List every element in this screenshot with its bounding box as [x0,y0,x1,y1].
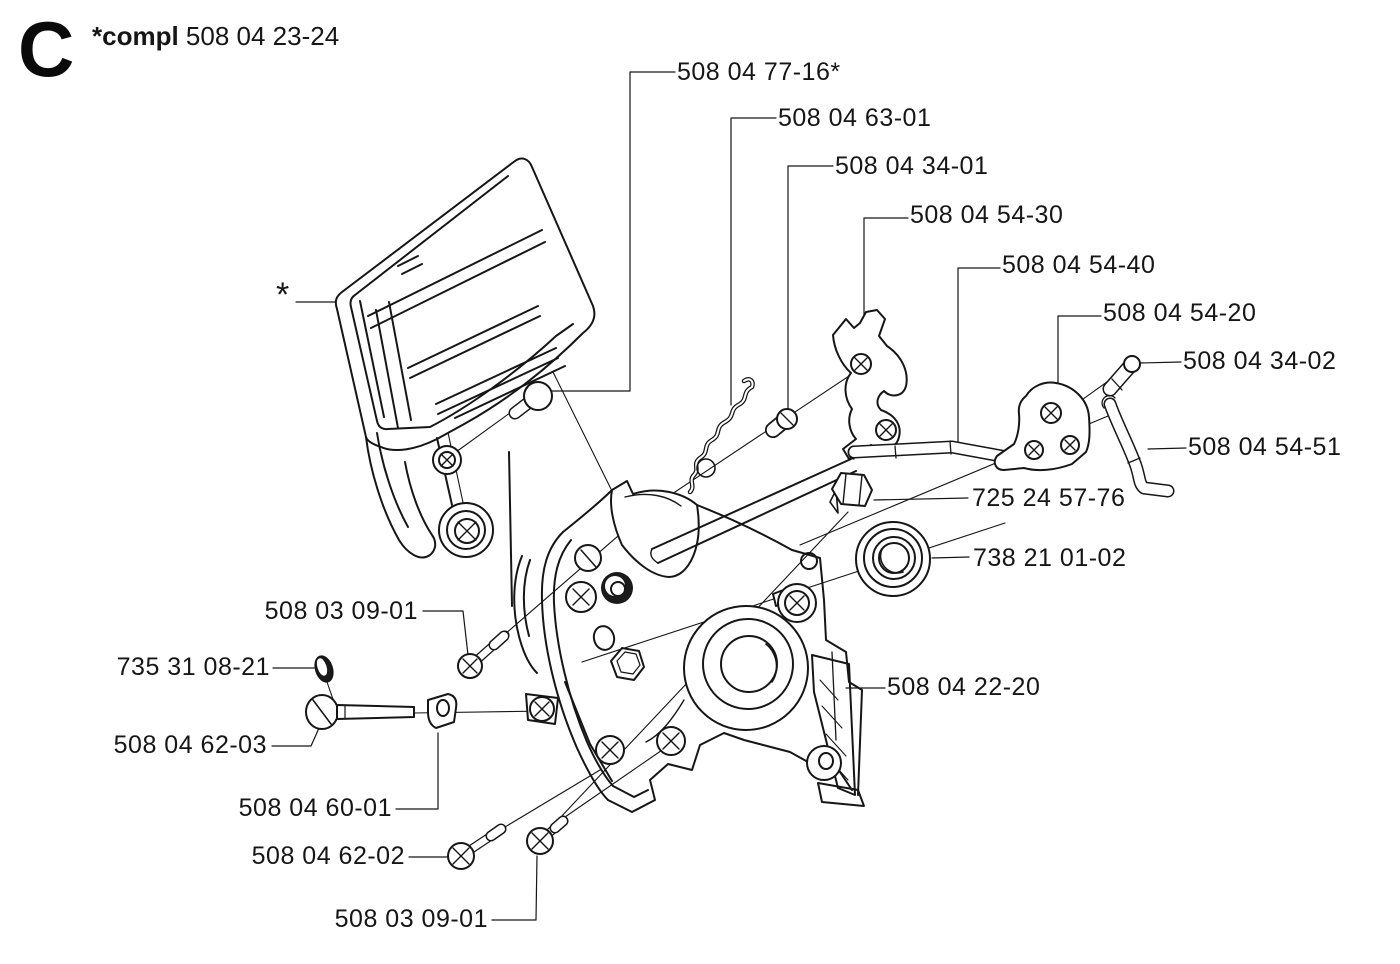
screw-0901-lower [526,815,569,855]
part-label-508-04-63-01: 508 04 63-01 [778,104,932,132]
part-label-508-04-62-02: 508 04 62-02 [251,842,405,870]
assembly-header: *compl 508 04 23-24 [92,22,339,50]
lock-washer-part [314,655,334,683]
clamp-part [427,693,458,729]
slotted-screw-part [305,694,415,730]
part-label-508-04-54-20: 508 04 54-20 [1103,299,1257,327]
part-label-508-04-54-30: 508 04 54-30 [910,201,1064,229]
part-label-508-04-77-16: 508 04 77-16* [677,58,841,86]
part-label-725-24-57-76: 725 24 57-76 [972,484,1126,512]
part-label-508-04-54-51: 508 04 54-51 [1188,433,1342,461]
hand-guard-part [334,157,596,607]
cam-plate-part [993,381,1091,472]
assembly-number: 508 04 23-24 [185,21,340,51]
bearing-part [855,521,931,597]
part-label-508-04-62-03: 508 04 62-03 [113,731,267,759]
figure-note-asterisk: * [276,276,290,314]
bushing-part [765,408,798,438]
spring-wire-part [687,377,755,495]
part-label-508-04-60-01: 508 04 60-01 [238,794,392,822]
plug-part [508,381,553,420]
screw-6202 [447,823,507,870]
brake-lever-part [832,309,908,460]
part-label-508-04-54-40: 508 04 54-40 [1002,251,1156,279]
part-label-508-03-09-01-upper: 508 03 09-01 [264,597,418,625]
screw-0901-upper [457,630,510,679]
crankcase-part [513,458,865,813]
assembly-prefix: *compl [92,21,179,51]
label-leader-lines [271,71,1187,921]
crankcase-foot-boss [806,745,842,781]
part-label-735-31-08-21: 735 31 08-21 [116,653,270,681]
hex-bolt-part [829,472,873,514]
part-label-738-21-01-02: 738 21 01-02 [973,544,1127,572]
part-label-508-04-34-02: 508 04 34-02 [1183,347,1337,375]
pin-part [1102,355,1141,397]
part-label-508-04-34-01: 508 04 34-01 [835,152,989,180]
bent-rod-part [1101,394,1175,498]
part-label-508-03-09-01-lower: 508 03 09-01 [334,905,488,933]
section-letter: C [18,5,75,93]
part-label-508-04-22-20: 508 04 22-20 [887,673,1041,701]
